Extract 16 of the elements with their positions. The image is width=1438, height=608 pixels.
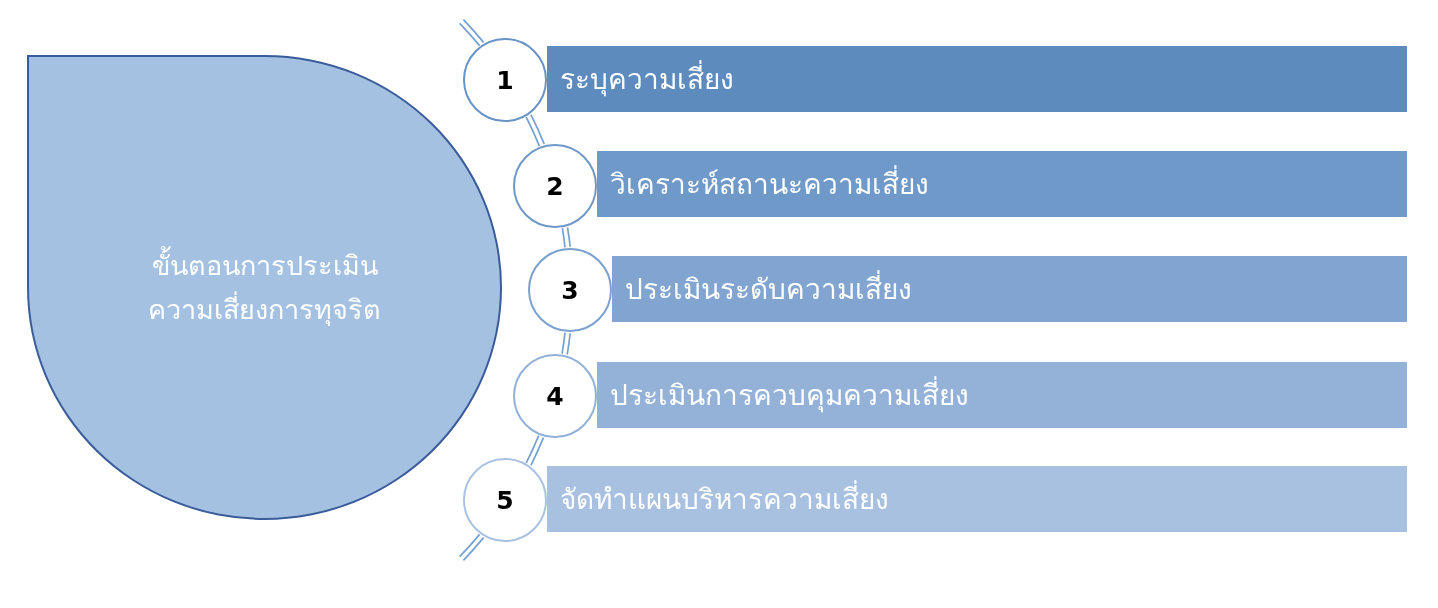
step-number-circle: 4: [513, 354, 597, 438]
step-number-circle: 3: [528, 248, 612, 332]
step-number-circle: 2: [513, 144, 597, 228]
curved-connector-line: [561, 331, 572, 356]
step-bar: ประเมินการควบคุมความเสี่ยง: [597, 362, 1407, 428]
curved-connector-line: [458, 18, 485, 47]
step-number-circle: 1: [463, 38, 547, 122]
step-number-circle: 5: [463, 458, 547, 542]
curved-connector-line: [525, 113, 546, 147]
step-bar: ระบุความเสี่ยง: [547, 46, 1407, 112]
step-bar: วิเคราะห์สถานะความเสี่ยง: [597, 151, 1407, 217]
step-bar: ประเมินระดับความเสี่ยง: [612, 256, 1407, 322]
curved-connector-line: [525, 434, 545, 467]
curved-connector-line: [458, 533, 485, 562]
curved-connector-line: [561, 226, 572, 249]
step-bar: จัดทำแผนบริหารความเสี่ยง: [547, 466, 1407, 532]
